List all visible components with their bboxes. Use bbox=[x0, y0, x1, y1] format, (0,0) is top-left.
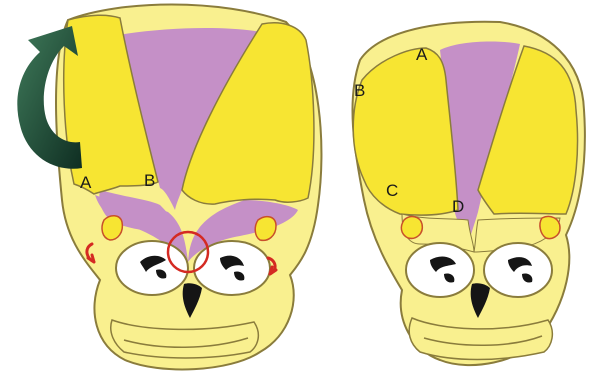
right-label-d: D bbox=[452, 197, 464, 216]
left-label-a: A bbox=[80, 173, 92, 192]
right-left-plate bbox=[353, 48, 458, 215]
right-suture-spot-right bbox=[540, 216, 560, 238]
right-label-c: C bbox=[386, 181, 398, 200]
right-orbit-right bbox=[484, 243, 552, 297]
left-skull bbox=[56, 5, 321, 370]
left-orbit-right bbox=[194, 241, 270, 295]
left-label-b: B bbox=[144, 171, 155, 190]
right-label-a: A bbox=[416, 45, 428, 64]
right-orbit-left bbox=[406, 243, 474, 297]
left-suture-spot-left bbox=[102, 216, 122, 240]
right-label-b: B bbox=[354, 81, 365, 100]
right-suture-spot-left bbox=[401, 217, 422, 239]
